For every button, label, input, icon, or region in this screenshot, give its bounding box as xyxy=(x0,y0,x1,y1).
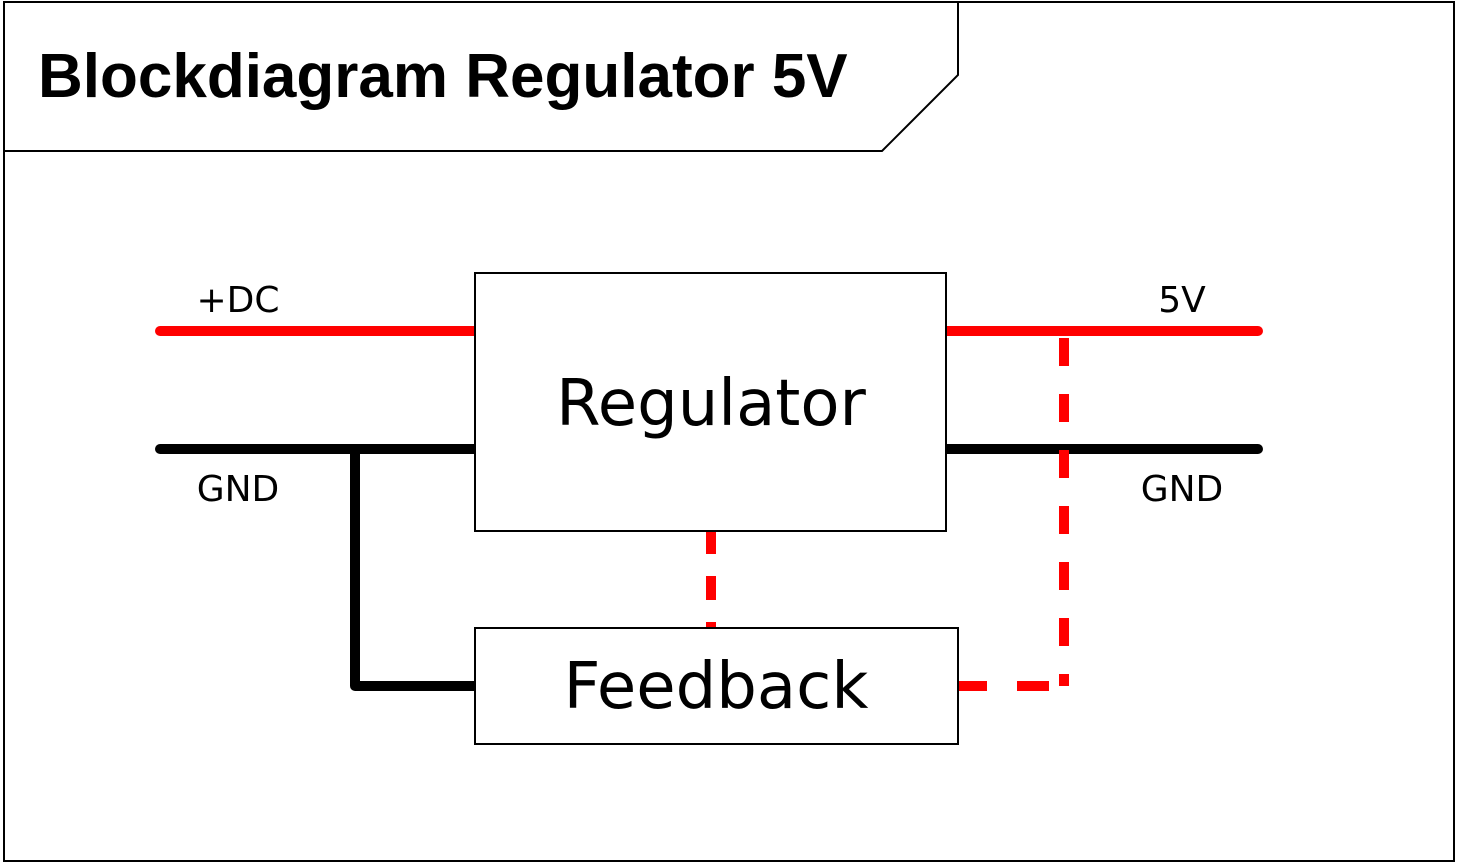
input-gnd-label: GND xyxy=(197,469,280,510)
regulator-block xyxy=(474,272,947,532)
diagram-title: Blockdiagram Regulator 5V xyxy=(38,42,848,111)
output-gnd-label: GND xyxy=(1141,469,1224,510)
input-dc-label: +DC xyxy=(196,280,279,321)
output-5v-label: 5V xyxy=(1158,280,1206,321)
feedback-label: Feedback xyxy=(564,650,869,724)
feedback-block xyxy=(474,627,959,745)
regulator-label: Regulator xyxy=(556,367,866,441)
title-tab xyxy=(3,1,959,152)
feedback-gnd-wire xyxy=(350,444,482,691)
